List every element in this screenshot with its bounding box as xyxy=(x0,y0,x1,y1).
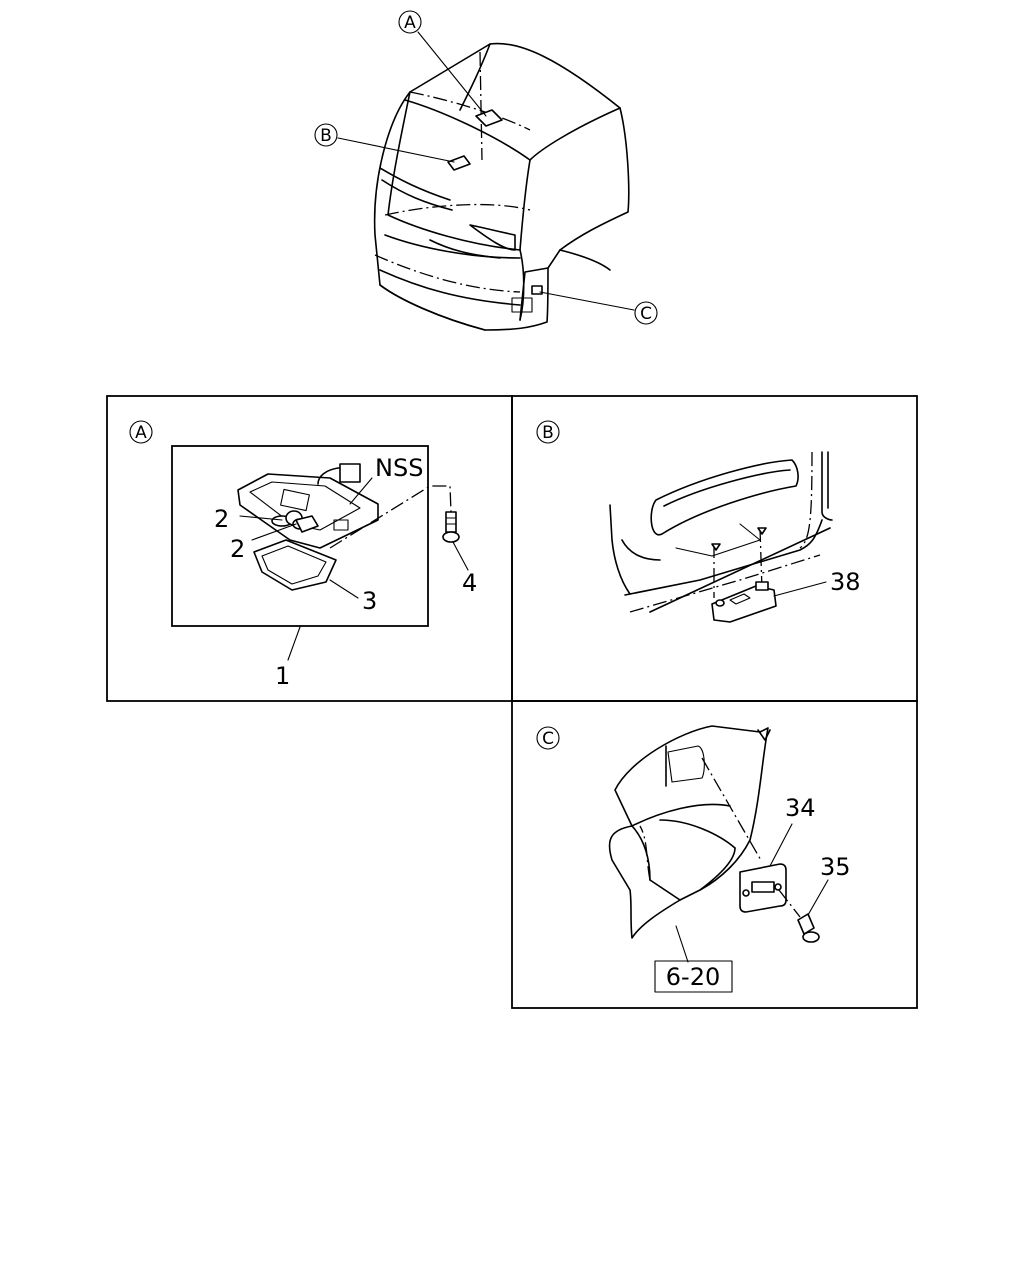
panel-c: C 34 35 xyxy=(511,700,918,1009)
bulb-2b xyxy=(292,515,319,533)
rear-lamp-location-c xyxy=(511,297,533,313)
svg-text:B: B xyxy=(542,423,554,443)
label-part-4: 4 xyxy=(462,569,477,597)
label-part-1: 1 xyxy=(275,662,290,690)
svg-text:C: C xyxy=(542,729,554,749)
label-part-38: 38 xyxy=(830,568,861,596)
label-nss: NSS xyxy=(375,454,423,482)
lens-3 xyxy=(253,539,337,591)
screw-35 xyxy=(797,913,820,943)
panel-a-label: A xyxy=(129,420,153,444)
svg-text:A: A xyxy=(135,423,147,443)
callout-b[interactable]: B xyxy=(314,123,338,147)
rear-lamp-34 xyxy=(739,863,787,913)
dome-lamp-assembly-box xyxy=(171,445,429,627)
label-part-2b: 2 xyxy=(230,535,245,563)
panel-a: A xyxy=(106,395,513,702)
connector-nss xyxy=(339,463,361,483)
panel-b: B 38 xyxy=(511,395,918,702)
headliner-section xyxy=(609,451,833,613)
vehicle-overview: A B C xyxy=(314,10,658,331)
label-part-3: 3 xyxy=(362,587,377,615)
panel-c-label: C xyxy=(536,726,560,750)
label-part-2a: 2 xyxy=(214,505,229,533)
screw-4 xyxy=(442,511,460,543)
callout-c[interactable]: C xyxy=(634,301,658,325)
callout-a[interactable]: A xyxy=(398,10,422,34)
map-lamp-location-b xyxy=(447,155,471,171)
panel-b-label: B xyxy=(536,420,560,444)
svg-text:A: A xyxy=(404,13,416,33)
svg-text:C: C xyxy=(640,304,652,324)
label-part-35: 35 xyxy=(820,853,851,881)
dome-lamp-location-a xyxy=(475,109,503,127)
map-lamp-38 xyxy=(711,581,777,623)
svg-text:6-20: 6-20 xyxy=(666,963,720,991)
reference-6-20[interactable]: 6-20 xyxy=(654,960,733,993)
label-part-34: 34 xyxy=(785,794,816,822)
svg-text:B: B xyxy=(320,126,332,146)
dome-lamp-housing xyxy=(237,463,379,549)
